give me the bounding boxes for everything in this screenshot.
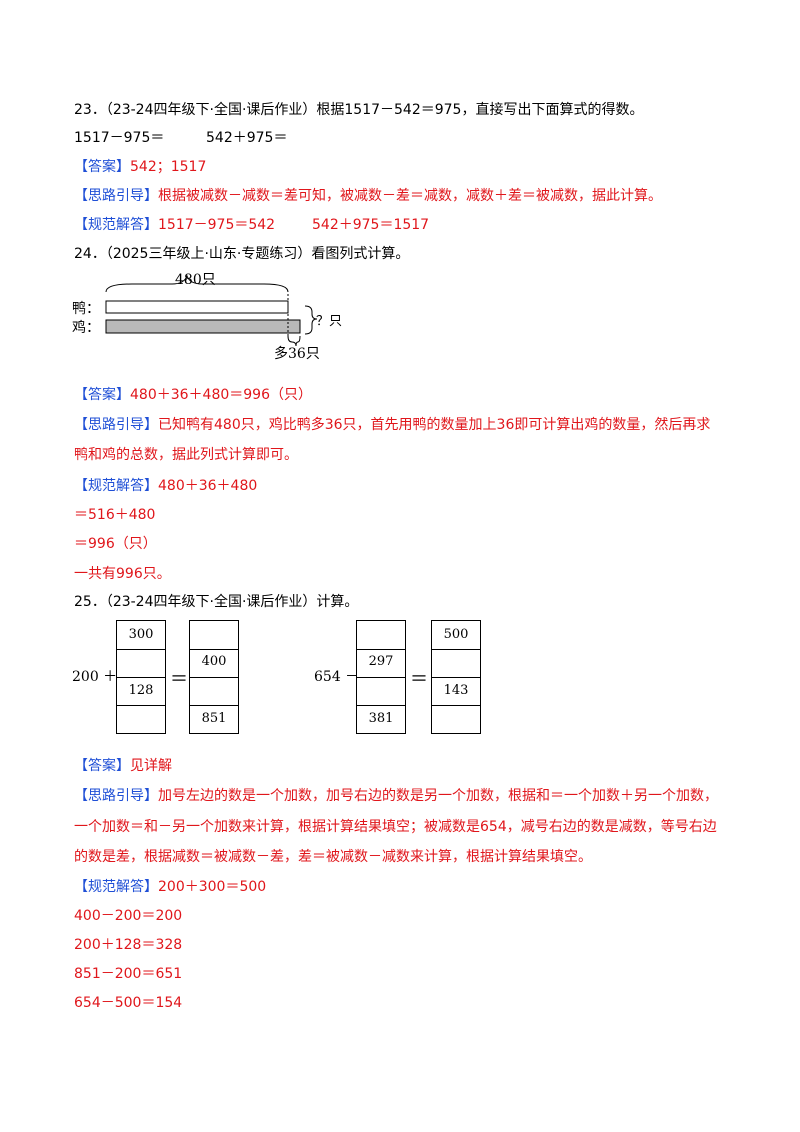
hint-tag: 【思路引导】 [74,188,158,204]
box-cell: 400 [201,654,227,669]
answer-tag: 【答案】 [74,159,130,175]
q25-question: 25．（23-24四年级下·全国·课后作业）计算。 [74,594,359,610]
q25-hint-line2: 一个加数＝和－另一个加数来计算，根据计算结果填空；被减数是654，减号右边的数是… [74,819,717,835]
answer-text: 见详解 [130,758,172,774]
box-cell: 297 [368,654,394,669]
q23-question: 23．（23-24四年级下·全国·课后作业）根据1517－542＝975，直接写… [74,102,644,118]
bottom-brace [287,335,301,347]
q25-solution-2: 400－200＝200 [74,908,183,924]
box-cell: 143 [443,683,469,698]
left-col2-box: 400 851 [189,620,239,734]
answer-text: 480＋36＋480＝996（只） [130,387,312,403]
box-cell: 300 [128,627,154,642]
hint-text: 加号左边的数是一个加数，加号右边的数是另一个加数，根据和＝一个加数＋另一个加数， [158,788,718,804]
q25-solution-3: 200＋128＝328 [74,937,183,953]
q25-answer: 【答案】见详解 [74,756,172,776]
left-equals: ＝ [170,669,188,690]
q23-solution-2: 542＋975＝1517 [312,217,430,233]
q24-solution-3: ＝996（只） [74,536,157,552]
top-brace [105,274,289,293]
solution-line: 200＋300＝500 [158,879,267,895]
line-segment-diagram: 480只 鸭： 鸡： ？只 多36只 [72,272,342,362]
hint-text: 已知鸭有480只，鸡比鸭多36只，首先用鸭的数量加上36即可计算出鸡的数量，然后… [158,417,711,433]
answer-text: 542；1517 [130,159,207,175]
q24-question: 24．（2025三年级上·山东·专题练习）看图列式计算。 [74,246,410,262]
box-cell: 381 [368,711,394,726]
q23-expr2: 542＋975＝ [206,130,288,146]
solution-line: 1517－975＝542 [158,217,276,233]
q24-solution-4: 一共有996只。 [74,566,171,582]
solution-tag: 【规范解答】 [74,217,158,233]
duck-label: 鸭： [72,301,100,317]
q24-solution: 【规范解答】480＋36＋480 [74,476,257,496]
left-col1-box: 300 128 [116,620,166,734]
q25-hint: 【思路引导】加号左边的数是一个加数，加号右边的数是另一个加数，根据和＝一个加数＋… [74,786,718,806]
solution-line: 480＋36＋480 [158,478,258,494]
q24-solution-2: ＝516＋480 [74,507,156,523]
right-equals: ＝ [410,669,428,690]
q25-solution-5: 654－500＝154 [74,995,183,1011]
q23-answer: 【答案】542；1517 [74,157,206,177]
q24-diagram: 480只 鸭： 鸡： ？只 多36只 [72,268,362,368]
hint-tag: 【思路引导】 [74,788,158,804]
q25-solution: 【规范解答】200＋300＝500 [74,877,266,897]
answer-tag: 【答案】 [74,387,130,403]
left-operand: 200 ＋ [72,669,118,685]
top-label: 480只 [175,272,216,288]
hint-text: 根据被减数－减数＝差可知，被减数－差＝减数，减数＋差＝被减数，据此计算。 [158,188,662,204]
q25-hint-line3: 的数是差，根据减数＝被减数－差，差＝被减数－减数来计算，根据计算结果填空。 [74,849,592,865]
solution-tag: 【规范解答】 [74,478,158,494]
q23-solution: 【规范解答】1517－975＝542 [74,215,275,235]
q25-solution-4: 851－200＝651 [74,966,183,982]
q24-answer: 【答案】480＋36＋480＝996（只） [74,385,312,405]
duck-bar [105,300,289,314]
chicken-label: 鸡： [72,319,100,336]
chicken-bar [105,319,301,334]
q23-expr1: 1517－975＝ [74,130,165,146]
question-label: ？只 [316,314,342,329]
answer-tag: 【答案】 [74,758,130,774]
right-col2-box: 500 143 [431,620,481,734]
more-label: 多36只 [274,345,320,362]
q24-hint-line2: 鸭和鸡的总数，据此列式计算即可。 [74,447,298,463]
q23-hint: 【思路引导】根据被减数－减数＝差可知，被减数－差＝减数，减数＋差＝被减数，据此计… [74,186,662,206]
right-operand: 654 － [314,669,360,685]
box-cell: 128 [128,683,154,698]
box-cell: 851 [201,711,227,726]
hint-tag: 【思路引导】 [74,417,158,433]
right-col1-box: 297 381 [356,620,406,734]
solution-tag: 【规范解答】 [74,879,158,895]
box-cell: 500 [443,627,469,642]
q24-hint: 【思路引导】已知鸭有480只，鸡比鸭多36只，首先用鸭的数量加上36即可计算出鸡… [74,415,710,435]
right-brace [304,305,318,335]
